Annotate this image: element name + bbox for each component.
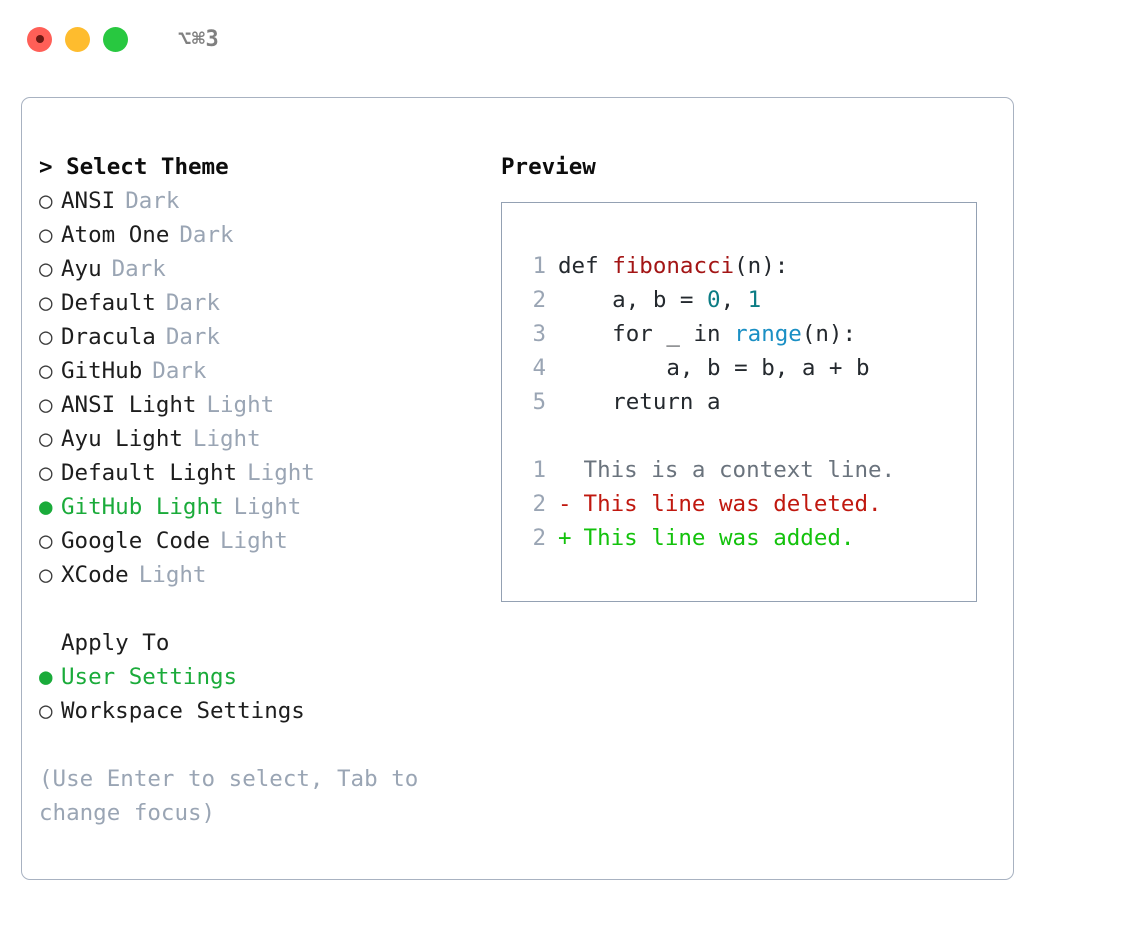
code-content: return a <box>558 389 721 415</box>
diff-sign: - <box>558 491 572 517</box>
apply-to-header: Apply To <box>61 630 170 656</box>
radio-icon[interactable]: ○ <box>39 562 53 588</box>
theme-name: Ayu Light <box>61 426 183 452</box>
theme-option-google-code[interactable]: ○ Google Code Light <box>39 524 469 558</box>
radio-icon-selected[interactable]: ● <box>39 664 53 690</box>
list-spacer <box>39 592 469 626</box>
apply-to-user-settings[interactable]: ● User Settings <box>39 660 469 694</box>
help-text: (Use Enter to select, Tab to change focu… <box>39 766 419 826</box>
theme-name: Ayu <box>61 256 102 282</box>
theme-option-atom-one-dark[interactable]: ○ Atom One Dark <box>39 218 469 252</box>
radio-icon[interactable]: ○ <box>39 290 53 316</box>
theme-variant: Light <box>247 460 315 486</box>
radio-icon[interactable]: ○ <box>39 324 53 350</box>
title-bar: ⌥⌘3 <box>0 0 1140 78</box>
diff-text: This is a context line. <box>570 457 896 483</box>
line-number: 2 <box>532 491 546 517</box>
theme-name: Atom One <box>61 222 170 248</box>
line-number: 5 <box>532 389 546 415</box>
diff-sign <box>558 453 570 487</box>
theme-variant: Dark <box>111 256 166 282</box>
code-line: 5 return a <box>520 385 976 419</box>
radio-icon[interactable]: ○ <box>39 188 53 214</box>
line-number: 1 <box>532 457 546 483</box>
theme-option-default-dark[interactable]: ○ Default Dark <box>39 286 469 320</box>
radio-icon[interactable]: ○ <box>39 426 53 452</box>
theme-variant: Dark <box>125 188 180 214</box>
minimize-button[interactable] <box>65 26 90 52</box>
preview-column: Preview 1 def fibonacci(n): 2 a, b = 0, … <box>501 150 991 602</box>
close-button[interactable] <box>27 26 52 52</box>
radio-icon-selected[interactable]: ● <box>39 494 53 520</box>
theme-option-ansi-dark[interactable]: ○ ANSI Dark <box>39 184 469 218</box>
theme-name: Google Code <box>61 528 211 554</box>
apply-to-label: User Settings <box>61 664 238 690</box>
diff-line-deleted: 2 - This line was deleted. <box>520 487 976 521</box>
diff-text: This line was deleted. <box>570 491 882 517</box>
apply-to-workspace-settings[interactable]: ○ Workspace Settings <box>39 694 469 728</box>
theme-name: ANSI <box>61 188 116 214</box>
theme-option-dracula-dark[interactable]: ○ Dracula Dark <box>39 320 469 354</box>
window-controls <box>27 26 128 52</box>
line-number: 4 <box>532 355 546 381</box>
diff-line-context: 1 This is a context line. <box>520 453 976 487</box>
radio-icon[interactable]: ○ <box>39 528 53 554</box>
theme-name: Default Light <box>61 460 238 486</box>
theme-option-list: ○ ANSI Dark ○ Atom One Dark ○ Ayu Dark <box>39 184 469 592</box>
line-number: 2 <box>532 287 546 313</box>
theme-variant: Dark <box>179 222 234 248</box>
theme-option-github-light[interactable]: ● GitHub Light Light <box>39 490 469 524</box>
theme-variant: Dark <box>152 358 207 384</box>
select-theme-header: > Select Theme <box>39 154 229 180</box>
code-content: def fibonacci(n): <box>558 253 789 279</box>
line-number: 1 <box>532 253 546 279</box>
diff-line-added: 2 + This line was added. <box>520 521 976 555</box>
line-number: 2 <box>532 525 546 551</box>
theme-name: GitHub Light <box>61 494 224 520</box>
code-content: a, b = b, a + b <box>558 355 870 381</box>
theme-variant: Light <box>233 494 302 520</box>
theme-option-ayu-light[interactable]: ○ Ayu Light Light <box>39 422 469 456</box>
preview-header: Preview <box>501 154 596 180</box>
theme-name: Dracula <box>61 324 156 350</box>
code-line: 3 for _ in range(n): <box>520 317 976 351</box>
code-line: 4 a, b = b, a + b <box>520 351 976 385</box>
preview-code-box: 1 def fibonacci(n): 2 a, b = 0, 1 3 for … <box>501 202 977 602</box>
diff-sign: + <box>558 525 572 551</box>
theme-selector-column: > Select Theme ○ ANSI Dark ○ Atom One Da… <box>39 150 469 830</box>
radio-icon[interactable]: ○ <box>39 256 53 282</box>
theme-option-default-light[interactable]: ○ Default Light Light <box>39 456 469 490</box>
theme-variant: Light <box>206 392 275 418</box>
radio-icon[interactable]: ○ <box>39 392 53 418</box>
code-content: a, b = 0, 1 <box>558 287 762 313</box>
theme-name: Default <box>61 290 156 316</box>
radio-icon[interactable]: ○ <box>39 358 53 384</box>
content-panel: > Select Theme ○ ANSI Dark ○ Atom One Da… <box>21 97 1014 880</box>
code-content: for _ in range(n): <box>558 321 857 347</box>
theme-variant: Light <box>138 562 207 588</box>
code-line: 1 def fibonacci(n): <box>520 249 976 283</box>
radio-icon[interactable]: ○ <box>39 460 53 486</box>
line-number: 3 <box>532 321 546 347</box>
theme-variant: Light <box>220 528 288 554</box>
theme-option-ayu-dark[interactable]: ○ Ayu Dark <box>39 252 469 286</box>
theme-variant: Light <box>192 426 261 452</box>
radio-icon[interactable]: ○ <box>39 222 53 248</box>
maximize-button[interactable] <box>103 26 128 52</box>
theme-option-ansi-light[interactable]: ○ ANSI Light Light <box>39 388 469 422</box>
radio-icon[interactable]: ○ <box>39 698 53 724</box>
code-line: 2 a, b = 0, 1 <box>520 283 976 317</box>
theme-name: ANSI Light <box>61 392 197 418</box>
theme-variant: Dark <box>165 324 221 350</box>
theme-variant: Dark <box>165 290 221 316</box>
theme-option-xcode[interactable]: ○ XCode Light <box>39 558 469 592</box>
theme-name: GitHub <box>61 358 143 384</box>
keyboard-shortcut-label: ⌥⌘3 <box>178 26 220 52</box>
code-blank-line <box>520 419 976 453</box>
diff-text: This line was added. <box>570 525 855 551</box>
apply-to-label: Workspace Settings <box>61 698 305 724</box>
apply-to-option-list: ● User Settings ○ Workspace Settings <box>39 660 469 728</box>
theme-option-github-dark[interactable]: ○ GitHub Dark <box>39 354 469 388</box>
theme-name: XCode <box>61 562 129 588</box>
